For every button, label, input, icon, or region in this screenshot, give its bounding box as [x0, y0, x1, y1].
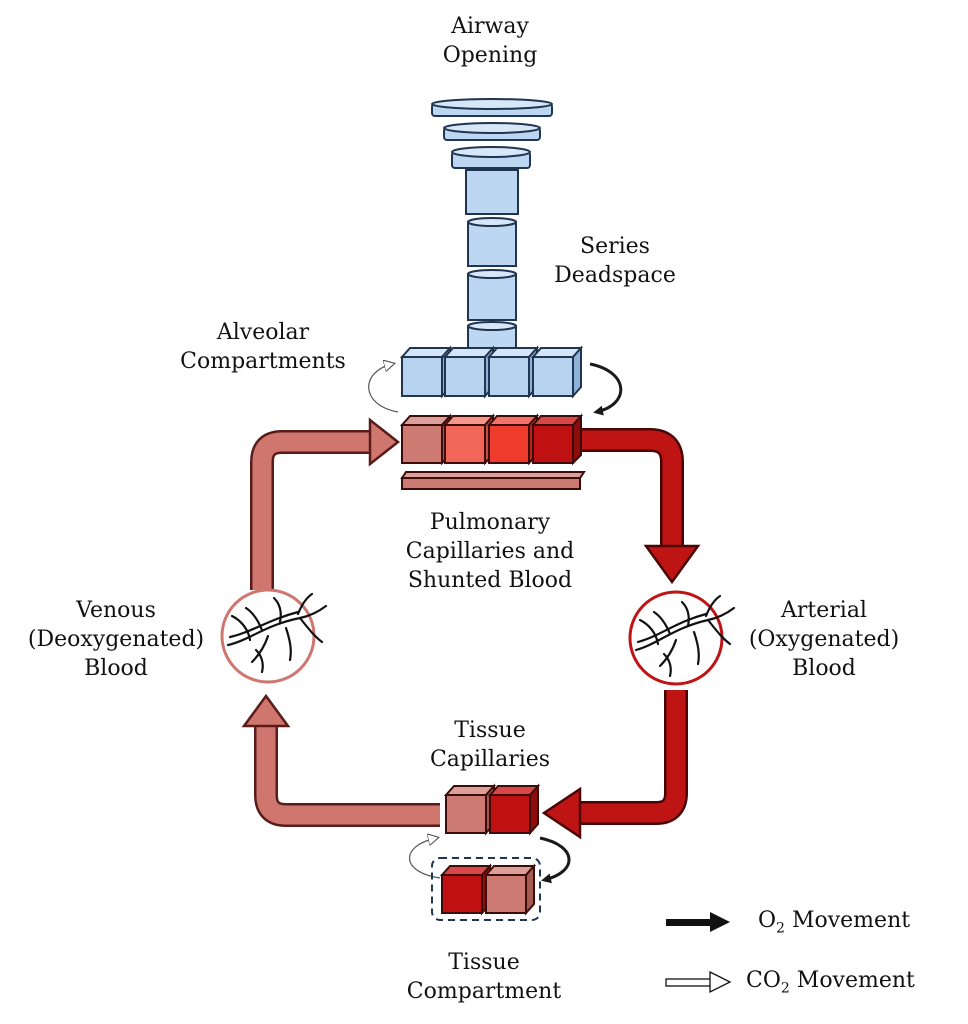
arterial-blood-label: Arterial (Oxygenated) Blood	[748, 598, 900, 681]
pulmonary-capillaries-label: Pulmonary Capillaries and Shunted Blood	[405, 510, 575, 593]
alveolar-cube	[486, 345, 540, 399]
alveolar-cube	[530, 345, 584, 399]
tissue-cube	[439, 863, 493, 916]
tissue-compartment-label: Tissue Compartment	[406, 950, 562, 1004]
airway-opening-label: Airway Opening	[442, 14, 538, 68]
alveolar-cube	[442, 345, 496, 399]
tissue-cube	[483, 863, 537, 916]
capillary-cube	[443, 783, 497, 836]
arterial-blood-circle	[628, 590, 736, 686]
pulmonary-capillary-cubes	[399, 413, 584, 466]
capillary-cube	[486, 413, 540, 466]
tissue-compartment	[431, 857, 541, 921]
capillary-cube	[442, 413, 496, 466]
co2-curved-arrow-tissue	[406, 834, 441, 882]
venous-blood-label: Venous (Deoxygenated) Blood	[27, 598, 205, 681]
capillary-cube	[399, 413, 453, 466]
capillary-cube	[487, 783, 541, 836]
legend-o2-arrow	[666, 912, 730, 932]
co2-curved-arrow-alveolar	[365, 360, 399, 416]
legend-co2-arrow	[665, 970, 732, 994]
venous-blood-circle	[220, 588, 328, 684]
o2-curved-arrow-tissue	[539, 836, 571, 884]
alveolar-cubes	[399, 345, 584, 399]
arterial-pathway-arrow	[541, 428, 701, 840]
tissue-capillaries-label: Tissue Capillaries	[429, 718, 551, 772]
venous-pathway-arrow	[241, 417, 440, 827]
legend-co2-label: CO2 Movement	[746, 968, 915, 997]
o2-curved-arrow-alveolar	[589, 362, 623, 416]
series-deadspace-label: Series Deadspace	[554, 234, 676, 288]
shunted-blood-bar	[400, 471, 586, 490]
capillary-cube	[530, 413, 584, 466]
alveolar-cube	[399, 345, 453, 399]
legend-o2-label: O2 Movement	[758, 908, 911, 937]
tissue-capillary-cubes	[443, 783, 541, 836]
alveolar-compartments-label: Alveolar Compartments	[180, 320, 346, 374]
vessel-network-icon	[634, 594, 736, 678]
vessel-network-icon	[226, 592, 328, 674]
airway-tube	[431, 98, 553, 349]
